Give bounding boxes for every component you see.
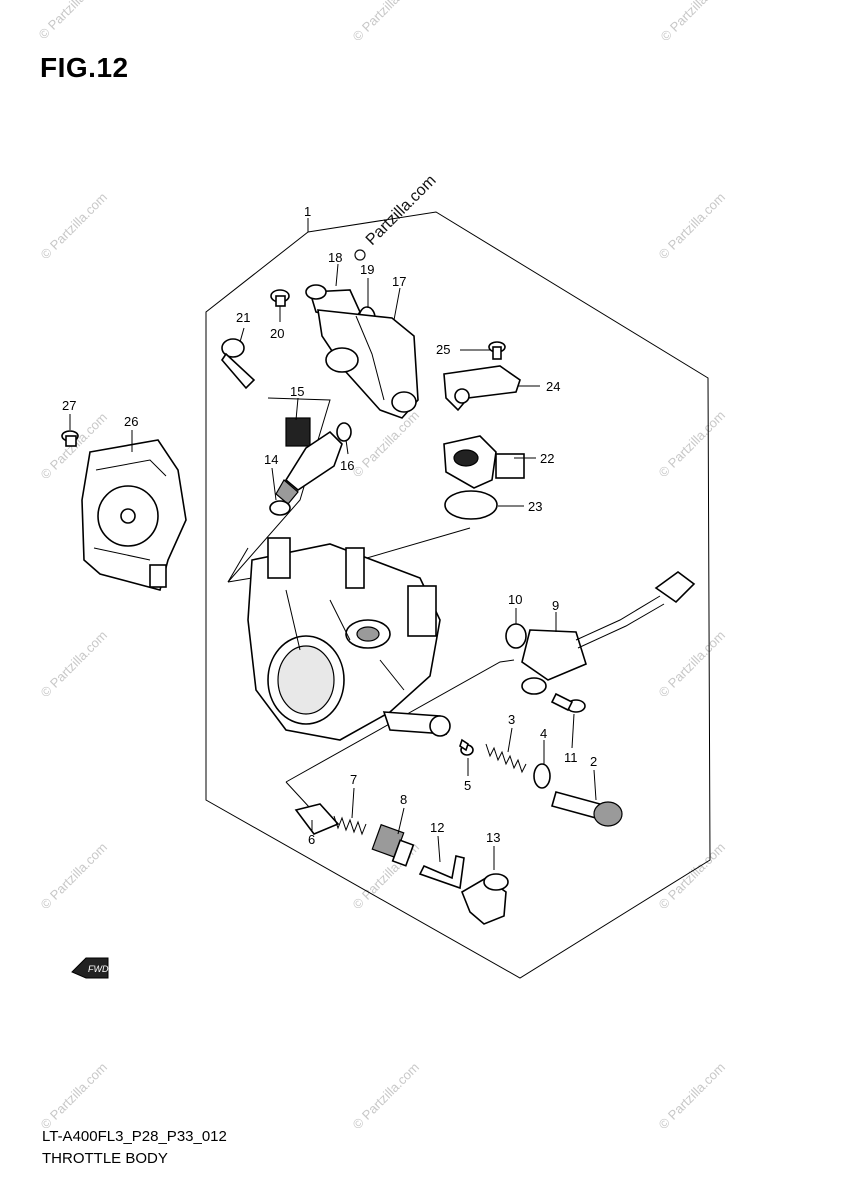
- copyright-icon: [354, 249, 366, 261]
- callout-24: 24: [546, 379, 560, 394]
- watermark: © Partzilla.com: [38, 840, 111, 913]
- watermark: © Partzilla.com: [656, 408, 729, 481]
- callout-2: 2: [590, 754, 597, 769]
- callout-26: 26: [124, 414, 138, 429]
- callout-23: 23: [528, 499, 542, 514]
- part-24-bracket: [443, 365, 521, 412]
- model-code: LT-A400FL3_P28_P33_012: [42, 1128, 227, 1145]
- part-5-screw: [459, 738, 474, 756]
- watermark: © Partzilla.com: [36, 0, 109, 42]
- callout-4: 4: [540, 726, 547, 741]
- part-17-fuel-rail: [317, 309, 419, 419]
- watermark: © Partzilla.com: [656, 190, 729, 263]
- watermark: © Partzilla.com: [38, 628, 111, 701]
- callout-1: 1: [304, 204, 311, 219]
- part-10-o-ring: [505, 623, 527, 649]
- callout-13: 13: [486, 830, 500, 845]
- part-21-pin: [220, 338, 256, 390]
- part-16-o-ring: [336, 422, 352, 442]
- callout-15: 15: [290, 384, 304, 399]
- part-22-sensor: [443, 435, 525, 489]
- callout-21: 21: [236, 310, 250, 325]
- callout-14: 14: [264, 452, 278, 467]
- callout-20: 20: [270, 326, 284, 341]
- watermark: © Partzilla.com: [38, 190, 111, 263]
- part-13-elbow: [461, 873, 509, 925]
- part-26-cover: [81, 439, 187, 591]
- callout-25: 25: [436, 342, 450, 357]
- part-7-spring: [333, 815, 367, 836]
- figure-title: FIG.12: [40, 52, 129, 83]
- assembly-boundary: [205, 211, 711, 979]
- watermark: © Partzilla.com: [656, 1060, 729, 1133]
- part-27-screw: [61, 430, 79, 447]
- watermark: © Partzilla.com: [350, 1060, 423, 1133]
- part-4-o-ring: [533, 763, 551, 789]
- callout-10: 10: [508, 592, 522, 607]
- leader-line: [285, 781, 311, 809]
- throttle-body-main: [247, 537, 441, 741]
- part-11-screw: [550, 692, 586, 713]
- callout-11: 11: [564, 750, 578, 765]
- watermark: © Partzilla.com: [658, 0, 731, 44]
- watermark: © Partzilla.com: [38, 1060, 111, 1133]
- watermark: © Partzilla.com: [656, 840, 729, 913]
- leader-line: [285, 659, 515, 783]
- callouts: 1 2 3 4 5 6 7 8 9 10 11 12 13 14 15 16 1…: [62, 204, 597, 847]
- fwd-label: FWD: [88, 964, 109, 974]
- injector: [275, 430, 343, 505]
- watermark-main: Partzilla.com: [363, 172, 440, 249]
- part-2-adjust-screw: [551, 791, 623, 827]
- part-3-spring: [485, 743, 527, 774]
- part-25-screw: [488, 341, 506, 360]
- leader-line: [227, 547, 249, 583]
- part-23-o-ring: [444, 490, 498, 520]
- watermark: © Partzilla.com: [656, 628, 729, 701]
- callout-18: 18: [328, 250, 342, 265]
- callout-12: 12: [430, 820, 444, 835]
- watermark: © Partzilla.com: [350, 408, 423, 481]
- callout-22: 22: [540, 451, 554, 466]
- part-14-seal: [269, 500, 291, 516]
- part-12-tube: [418, 855, 465, 890]
- part-6-plunger: [294, 803, 340, 835]
- callout-27: 27: [62, 398, 76, 413]
- part-8-adjuster: [371, 823, 415, 867]
- part-9-sensor: [521, 571, 696, 695]
- callout-7: 7: [350, 772, 357, 787]
- callout-16: 16: [340, 458, 354, 473]
- callout-leaders: [69, 263, 597, 870]
- part-20-screw: [270, 289, 290, 307]
- callout-5: 5: [464, 778, 471, 793]
- fwd-arrow-icon: FWD: [71, 957, 109, 979]
- callout-19: 19: [360, 262, 374, 277]
- watermark: © Partzilla.com: [350, 0, 423, 44]
- part-15-connector: [285, 417, 311, 447]
- callout-8: 8: [400, 792, 407, 807]
- callout-9: 9: [552, 598, 559, 613]
- callout-17: 17: [392, 274, 406, 289]
- callout-6: 6: [308, 832, 315, 847]
- diagram-description: THROTTLE BODY: [42, 1150, 168, 1167]
- callout-3: 3: [508, 712, 515, 727]
- sleeve: [382, 711, 451, 737]
